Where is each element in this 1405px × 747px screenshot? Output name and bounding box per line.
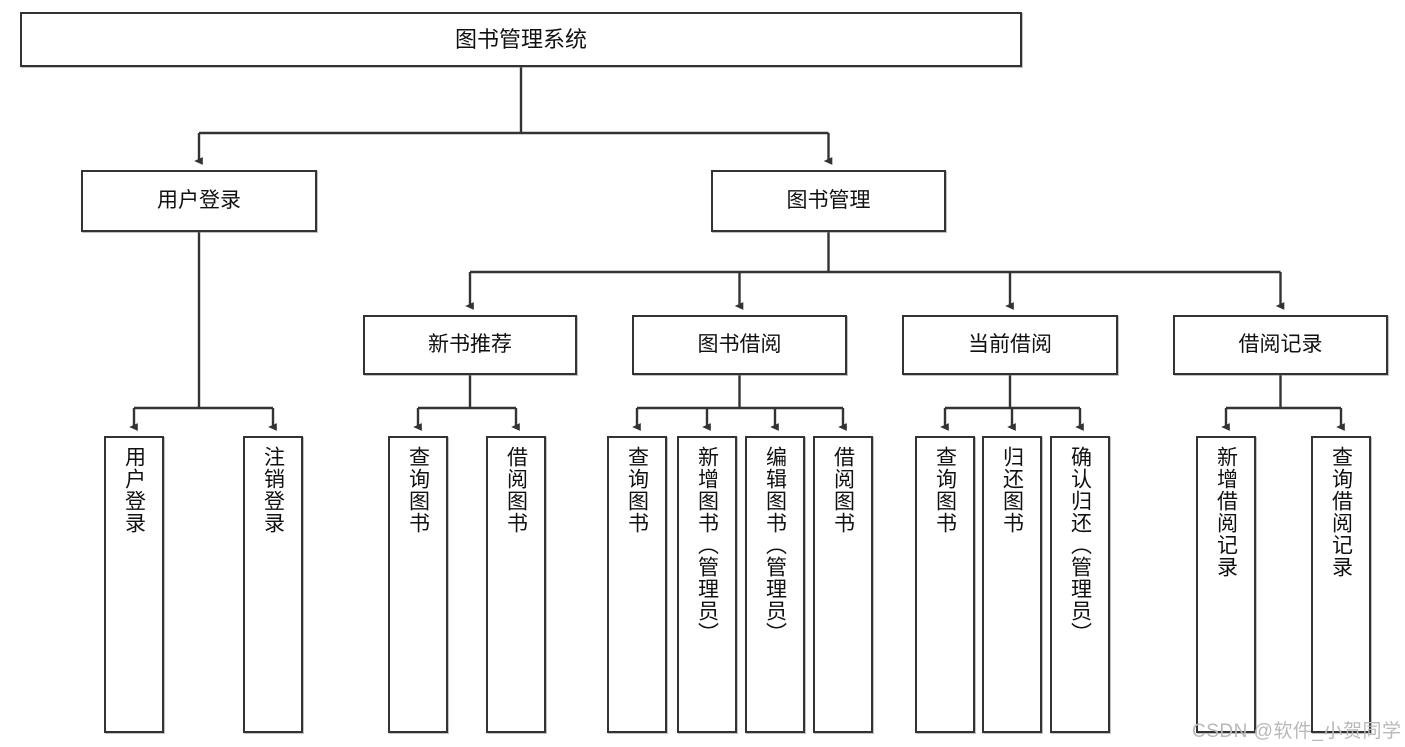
node-level3-3-label: 借阅记录 xyxy=(1238,332,1323,356)
node-level3-2[interactable]: 当前借阅 xyxy=(902,315,1118,375)
node-leaf-5-label: 新增图书（管理员） xyxy=(695,446,719,644)
node-leaf-2[interactable]: 查询图书 xyxy=(388,436,448,733)
node-leaf-7-label: 借阅图书 xyxy=(831,446,855,534)
node-leaf-12-label: 查询借阅记录 xyxy=(1329,446,1353,578)
node-leaf-7[interactable]: 借阅图书 xyxy=(813,436,873,733)
node-leaf-6-label: 编辑图书（管理员） xyxy=(763,446,787,644)
node-leaf-3[interactable]: 借阅图书 xyxy=(486,436,546,733)
node-level3-1[interactable]: 图书借阅 xyxy=(632,315,847,375)
node-level2-0-label: 用户登录 xyxy=(157,188,241,212)
node-level3-3[interactable]: 借阅记录 xyxy=(1173,315,1388,375)
node-level2-1-label: 图书管理 xyxy=(786,188,871,212)
node-leaf-1[interactable]: 注销登录 xyxy=(243,436,303,733)
node-leaf-9[interactable]: 归还图书 xyxy=(982,436,1042,733)
node-level3-0[interactable]: 新书推荐 xyxy=(363,315,577,375)
node-leaf-0-label: 用户登录 xyxy=(122,446,146,534)
node-level2-1[interactable]: 图书管理 xyxy=(711,170,946,232)
node-root[interactable]: 图书管理系统 xyxy=(20,12,1022,67)
node-leaf-8[interactable]: 查询图书 xyxy=(915,436,975,733)
node-leaf-5[interactable]: 新增图书（管理员） xyxy=(677,436,737,733)
node-leaf-3-label: 借阅图书 xyxy=(504,446,528,534)
node-leaf-11-label: 新增借阅记录 xyxy=(1214,446,1238,578)
node-leaf-10-label: 确认归还（管理员） xyxy=(1068,446,1092,644)
csdn-watermark: CSDN @软件_小贺同学 xyxy=(1192,721,1402,742)
node-leaf-10[interactable]: 确认归还（管理员） xyxy=(1050,436,1110,733)
node-level3-0-label: 新书推荐 xyxy=(428,332,512,356)
node-level3-1-label: 图书借阅 xyxy=(697,332,782,356)
node-leaf-11[interactable]: 新增借阅记录 xyxy=(1196,436,1256,733)
node-leaf-1-label: 注销登录 xyxy=(261,446,285,534)
node-leaf-8-label: 查询图书 xyxy=(933,446,957,534)
node-leaf-2-label: 查询图书 xyxy=(406,446,430,534)
node-leaf-4[interactable]: 查询图书 xyxy=(607,436,667,733)
node-root-label: 图书管理系统 xyxy=(454,26,587,52)
node-leaf-4-label: 查询图书 xyxy=(625,446,649,534)
node-level2-0[interactable]: 用户登录 xyxy=(81,170,317,232)
node-leaf-12[interactable]: 查询借阅记录 xyxy=(1311,436,1371,733)
node-leaf-9-label: 归还图书 xyxy=(1000,446,1024,534)
node-level3-2-label: 当前借阅 xyxy=(968,332,1052,356)
node-leaf-0[interactable]: 用户登录 xyxy=(104,436,164,733)
node-leaf-6[interactable]: 编辑图书（管理员） xyxy=(745,436,805,733)
